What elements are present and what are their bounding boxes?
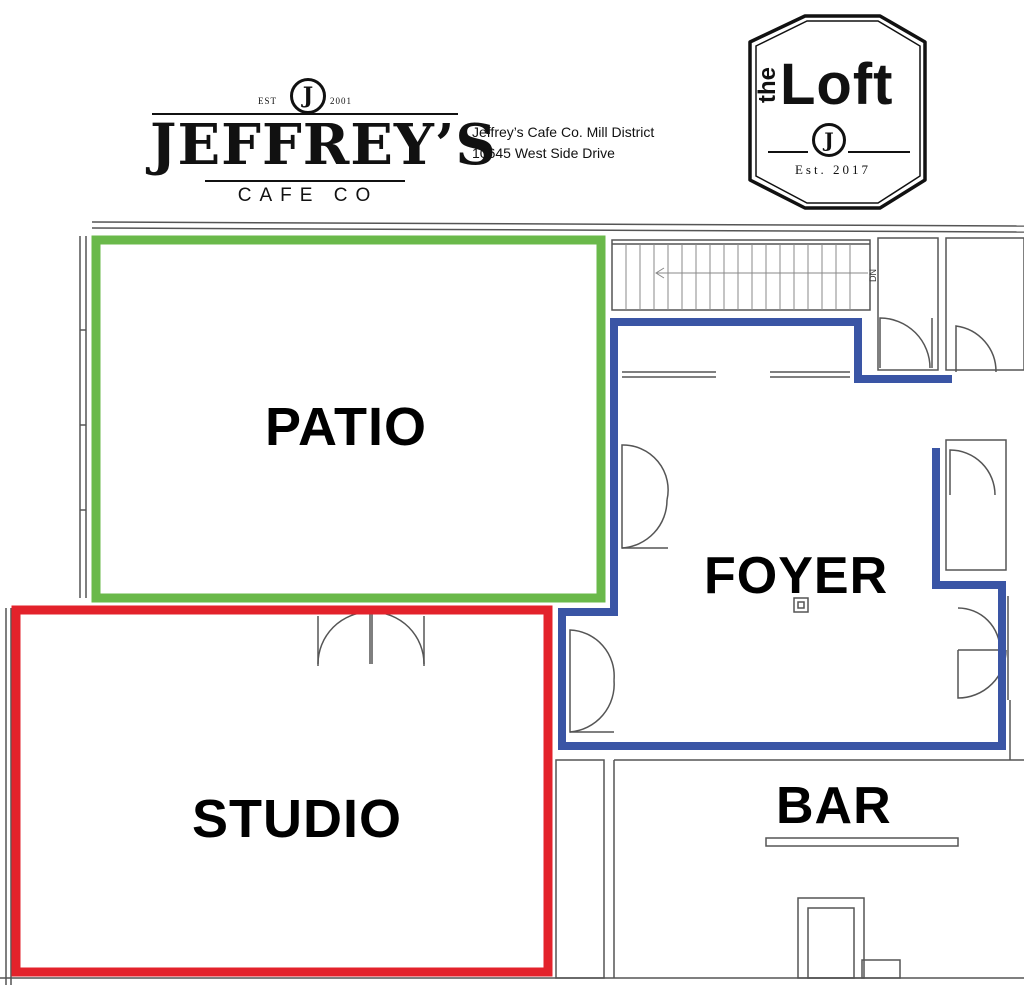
logo-rule-bottom bbox=[205, 180, 405, 182]
room-label-studio: STUDIO bbox=[192, 789, 403, 849]
room-label-bar: BAR bbox=[776, 777, 892, 835]
foyer-outline-top bbox=[610, 318, 952, 602]
loft-est-label: Est. 2017 bbox=[794, 162, 872, 177]
est-year: 2001 bbox=[330, 96, 352, 106]
j-badge-icon: J bbox=[290, 78, 326, 114]
address-line-2: 10645 West Side Drive bbox=[472, 145, 615, 161]
loft-j-badge-icon: J bbox=[812, 123, 846, 157]
room-label-patio: PATIO bbox=[265, 397, 427, 457]
jeffreys-wordmark: JEFFREY’S bbox=[150, 112, 497, 178]
patio-outline bbox=[91, 235, 606, 603]
est-label: EST bbox=[258, 96, 278, 106]
room-label-foyer: FOYER bbox=[704, 547, 889, 605]
studio-outline bbox=[11, 605, 553, 977]
logo-rule-top bbox=[152, 113, 458, 115]
cafe-co-wordmark: CAFE CO bbox=[237, 185, 379, 206]
loft-hexagon-icon bbox=[748, 14, 927, 210]
address-line-1: Jeffrey’s Cafe Co. Mill District bbox=[472, 124, 655, 140]
stair-down-label: DN bbox=[868, 269, 878, 282]
foyer-outline-bottom bbox=[558, 448, 1006, 750]
loft-wordmark: Loft bbox=[780, 52, 894, 117]
